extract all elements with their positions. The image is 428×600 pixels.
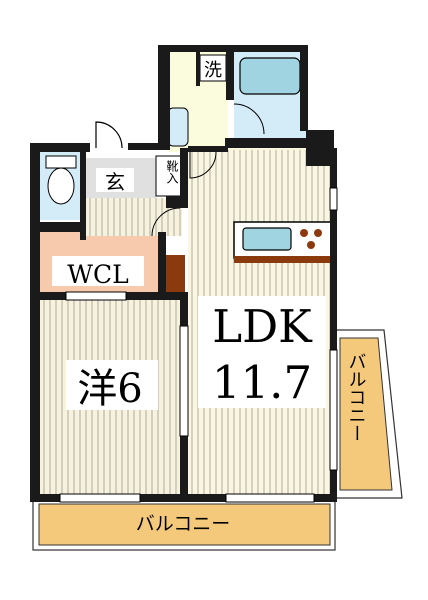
western-room: 洋6 — [40, 300, 180, 494]
bathroom — [233, 50, 306, 146]
entrance-label: 玄 — [105, 170, 125, 194]
toilet-room — [40, 150, 80, 220]
ldk-label: LDK — [212, 300, 313, 353]
kitchen-counter — [233, 221, 335, 263]
sink-icon — [242, 227, 292, 251]
windows — [59, 187, 338, 503]
hall-door-swing — [151, 207, 181, 237]
bathtub-icon — [239, 57, 301, 95]
entrance: 玄 靴入 — [86, 121, 183, 236]
window-western-south — [59, 493, 141, 503]
washbasin-icon — [167, 107, 189, 147]
stove-icon — [300, 229, 322, 249]
ldk-area: 11.7 — [212, 356, 312, 409]
sliding-door-western — [179, 325, 189, 437]
western-room-label: 洋6 — [77, 366, 142, 412]
balcony-east: バルコニー — [335, 329, 403, 499]
shoe-box-label: 靴入 — [165, 160, 179, 184]
wcl-label: WCL — [67, 260, 128, 289]
ldk-door-swing — [189, 151, 217, 179]
window-ldk-east — [329, 349, 338, 471]
window-ldk-east-upper — [329, 187, 338, 211]
entry-door-swing — [95, 121, 123, 149]
balcony-east-label: バルコニー — [346, 352, 367, 442]
ldk-room: LDK 11.7 — [188, 148, 335, 494]
balcony-south: バルコニー — [32, 499, 336, 551]
bath-door-swing — [233, 103, 265, 135]
wcl-room: WCL — [40, 232, 185, 295]
toilet-icon — [45, 155, 77, 205]
hall-floor-stripes — [89, 198, 181, 236]
laundry-label: 洗 — [204, 60, 222, 81]
storage-pillar — [163, 255, 185, 295]
window-ldk-south — [225, 493, 315, 503]
balcony-south-label: バルコニー — [136, 513, 231, 535]
closet-door-wcl — [65, 291, 127, 301]
